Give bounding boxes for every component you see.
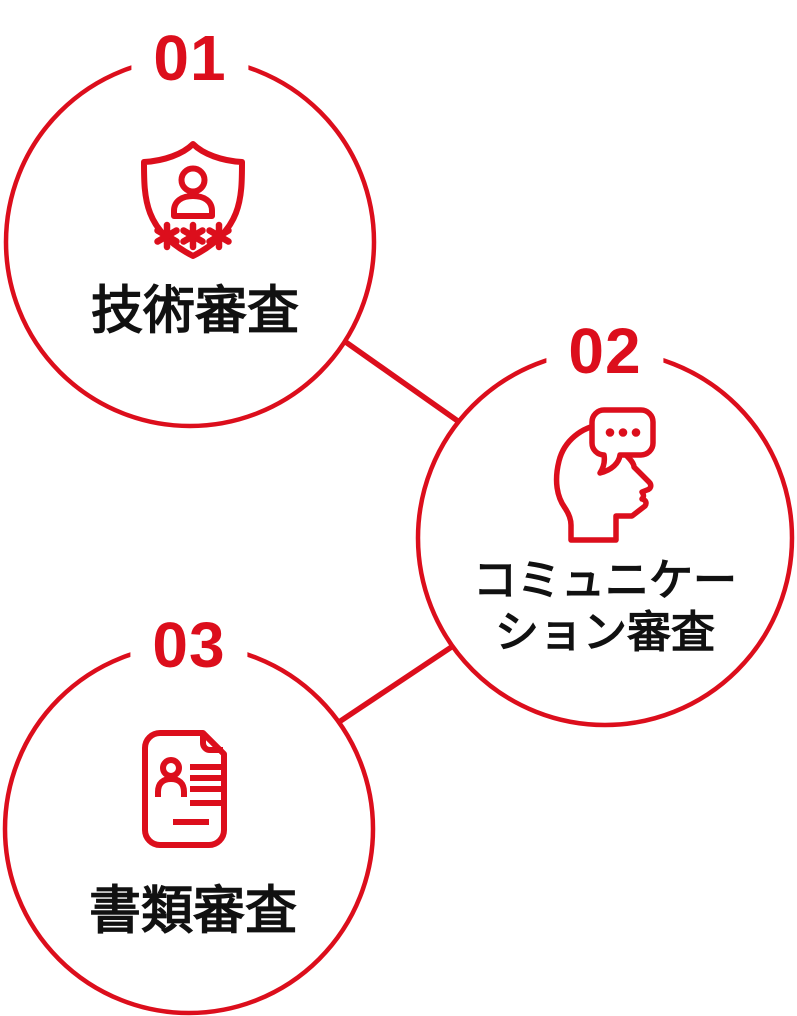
shield-outline <box>141 141 245 259</box>
head-speech-bubble-icon <box>553 407 656 543</box>
document-person-body <box>155 776 187 797</box>
password-asterisks <box>154 221 232 251</box>
asterisk-1 <box>154 221 180 251</box>
asterisk-3 <box>206 221 232 251</box>
shield-person-head <box>178 165 208 195</box>
step2-label-line2: ション審査 <box>495 608 715 657</box>
step1-number: 01 <box>131 22 249 94</box>
document-outline <box>142 730 227 848</box>
shield-user-password-icon <box>141 141 245 259</box>
step3-label: 書類審査 <box>88 882 298 941</box>
shield-person-body <box>171 193 215 219</box>
connector-line-step1-step2 <box>338 335 464 427</box>
document-text-lines <box>173 764 222 825</box>
asterisk-2 <box>180 221 206 251</box>
document-fold-corner <box>200 734 223 753</box>
document-profile-icon <box>142 730 227 848</box>
step2-label-line1: コミュニケー <box>473 556 737 605</box>
step2-number: 02 <box>546 315 664 387</box>
step3-number: 03 <box>130 609 248 681</box>
head-profile-outline <box>553 421 654 543</box>
step3-circle <box>2 642 376 1016</box>
speech-dots <box>605 428 641 437</box>
connector-line-step2-step3 <box>334 635 467 727</box>
step2-label: コミュニケー ション審査 <box>473 555 737 659</box>
step1-label: 技術審査 <box>90 282 300 341</box>
speech-bubble <box>589 407 656 476</box>
